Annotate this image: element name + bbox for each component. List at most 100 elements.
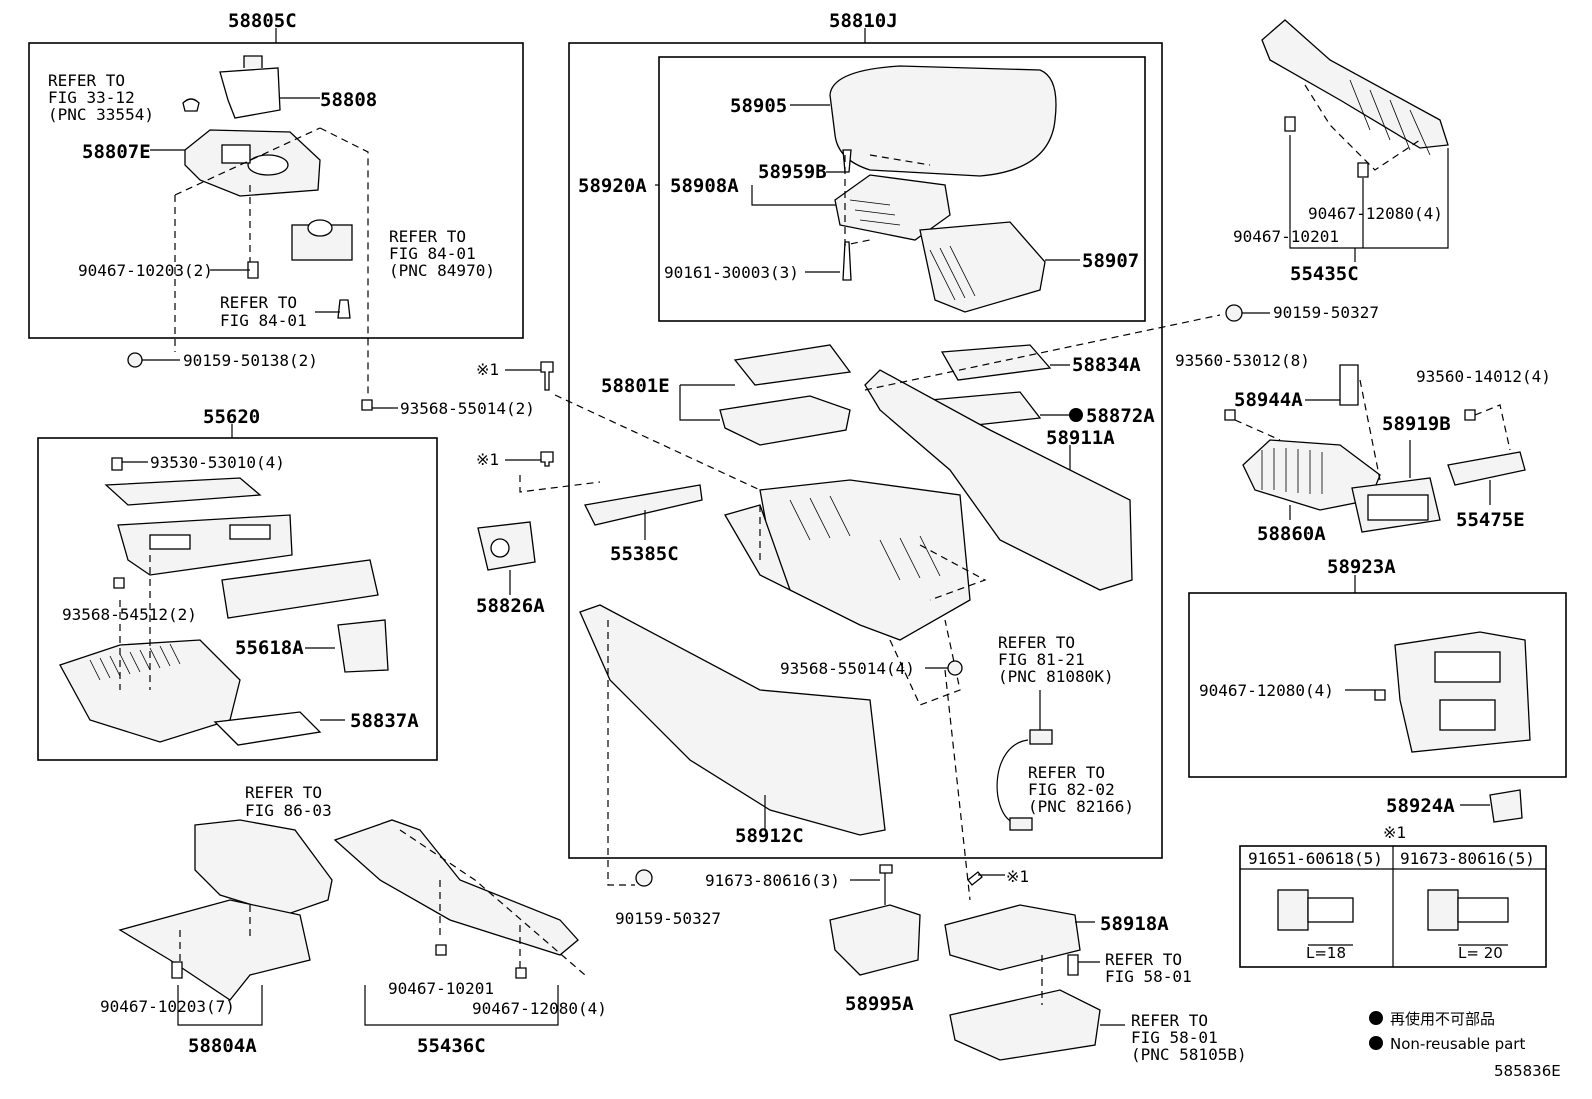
svg-text:REFER TO: REFER TO	[48, 71, 125, 90]
svg-text:FIG 82-02: FIG 82-02	[1028, 780, 1115, 799]
svg-text:FIG 58-01: FIG 58-01	[1105, 967, 1192, 986]
part-58905: 58905	[730, 95, 787, 117]
ref-fig84-01: REFER TO FIG 84-01	[220, 293, 307, 330]
part-93560-53012-8: 93560-53012(8)	[1175, 351, 1310, 370]
non-reusable-dot-58872A	[1069, 408, 1083, 422]
frame-58923A	[1188, 592, 1567, 778]
part-58807E-drawing	[150, 129, 321, 197]
ref-fig81-21: REFER TO FIG 81-21 (PNC 81080K)	[998, 633, 1114, 686]
part-58908A: 58908A	[670, 175, 739, 197]
legend-jp: 再使用不可部品	[1390, 1010, 1495, 1028]
part-84970-drawing	[247, 219, 353, 319]
frame-55620	[37, 437, 438, 761]
part-58826A: 58826A	[476, 595, 545, 617]
ref-fig84-01-pnc: REFER TO FIG 84-01 (PNC 84970)	[389, 227, 495, 280]
part-58911A: 58911A	[1046, 427, 1115, 449]
svg-text:(PNC 81080K): (PNC 81080K)	[998, 667, 1114, 686]
part-58872A: 58872A	[1086, 405, 1155, 427]
ref-fig58-01-pnc: REFER TO FIG 58-01 (PNC 58105B)	[1131, 1011, 1247, 1064]
part-90467-10203-7: 90467-10203(7)	[100, 997, 235, 1016]
svg-text:REFER TO: REFER TO	[998, 633, 1075, 652]
svg-text:(PNC 33554): (PNC 33554)	[48, 105, 154, 124]
table-col1-dim: L=18	[1306, 944, 1346, 962]
part-console-box-drawing	[554, 394, 987, 706]
fastener-sketches	[1277, 889, 1509, 946]
group-58805C: 58805C	[228, 10, 297, 32]
part-58826A-drawing	[477, 521, 536, 595]
part-55385C-drawing	[584, 484, 703, 540]
part-58834A: 58834A	[1072, 354, 1141, 376]
part-58907: 58907	[1082, 250, 1139, 272]
part-93568-54512-2: 93568-54512(2)	[62, 605, 197, 624]
svg-text:(PNC 84970): (PNC 84970)	[389, 261, 495, 280]
svg-text:FIG 86-03: FIG 86-03	[245, 801, 332, 820]
svg-text:(PNC 82166): (PNC 82166)	[1028, 797, 1134, 816]
part-55475E: 55475E	[1456, 509, 1525, 531]
part-90161-30003-3: 90161-30003(3)	[664, 263, 799, 282]
table-mark: ※1	[1383, 823, 1406, 842]
part-58837A: 58837A	[350, 710, 419, 732]
part-55618A: 55618A	[235, 637, 304, 659]
ref-fig58-01: REFER TO FIG 58-01	[1105, 950, 1192, 986]
part-90467-12080-4-panel: 90467-12080(4)	[1199, 681, 1334, 700]
part-58923A-drawing	[1345, 631, 1531, 753]
svg-text:REFER TO: REFER TO	[245, 783, 322, 802]
ref-fig33-12: REFER TO FIG 33-12 (PNC 33554)	[48, 71, 154, 124]
part-58801E-drawing	[679, 344, 852, 446]
part-58919B: 58919B	[1382, 413, 1451, 435]
note-mark-1: ※1	[476, 360, 499, 379]
part-90467-12080-4-bottom: 90467-12080(4)	[472, 999, 607, 1018]
part-armrest-drawings	[655, 65, 1080, 313]
part-58995A-drawing	[829, 864, 921, 976]
svg-text:FIG 84-01: FIG 84-01	[220, 311, 307, 330]
part-58807E: 58807E	[82, 141, 151, 163]
marker-bolts	[505, 361, 601, 493]
part-58919B-drawing	[1351, 440, 1441, 533]
part-90159-50327-bottom: 90159-50327	[615, 909, 721, 928]
part-58912C: 58912C	[735, 825, 804, 847]
part-90467-10201-top: 90467-10201	[1233, 227, 1339, 246]
part-58920A: 58920A	[578, 175, 647, 197]
part-55436C-drawing	[333, 819, 586, 1026]
frame-armrest	[658, 56, 1146, 322]
part-90467-10201-bottom: 90467-10201	[388, 979, 494, 998]
group-55436C: 55436C	[417, 1035, 486, 1057]
part-58995A: 58995A	[845, 993, 914, 1015]
svg-text:(PNC 58105B): (PNC 58105B)	[1131, 1045, 1247, 1064]
svg-text:REFER TO: REFER TO	[1028, 763, 1105, 782]
note-mark-2: ※1	[476, 450, 499, 469]
svg-text:REFER TO: REFER TO	[389, 227, 466, 246]
ref-fig82-02: REFER TO FIG 82-02 (PNC 82166)	[1028, 763, 1134, 816]
part-58918A: 58918A	[1100, 913, 1169, 935]
group-58923A: 58923A	[1327, 556, 1396, 578]
group-58810J: 58810J	[829, 10, 898, 32]
part-wire-drawings	[996, 690, 1053, 831]
svg-text:FIG 58-01: FIG 58-01	[1131, 1028, 1218, 1047]
svg-text:REFER TO: REFER TO	[1131, 1011, 1208, 1030]
legend-en: Non-reusable part	[1390, 1035, 1525, 1053]
part-58801E: 58801E	[601, 375, 670, 397]
part-58808-drawing	[182, 55, 320, 119]
part-58860A-drawing	[1224, 364, 1381, 520]
part-55475E-drawing	[1447, 404, 1526, 505]
table-col2-dim: L= 20	[1458, 944, 1503, 962]
part-58924A: 58924A	[1386, 795, 1455, 817]
group-55620: 55620	[203, 406, 260, 428]
legend-dot-en	[1369, 1036, 1383, 1050]
table-col2-part: 91673-80616(5)	[1400, 849, 1535, 868]
group-55435C: 55435C	[1290, 263, 1359, 285]
ref-fig86-03: REFER TO FIG 86-03	[245, 783, 332, 820]
svg-text:FIG 33-12: FIG 33-12	[48, 88, 135, 107]
part-90159-50138-2: 90159-50138(2)	[183, 351, 318, 370]
part-58959B: 58959B	[758, 161, 827, 183]
part-58944A: 58944A	[1234, 389, 1303, 411]
part-55385C: 55385C	[610, 543, 679, 565]
part-90159-50327-top: 90159-50327	[1273, 303, 1379, 322]
part-58924A-drawing	[1489, 789, 1523, 823]
part-58912C-drawing	[579, 604, 886, 886]
diagram-id: 585836E	[1494, 1062, 1561, 1080]
part-90467-12080-4-top: 90467-12080(4)	[1308, 204, 1443, 223]
part-90467-10203-2: 90467-10203(2)	[78, 261, 213, 280]
